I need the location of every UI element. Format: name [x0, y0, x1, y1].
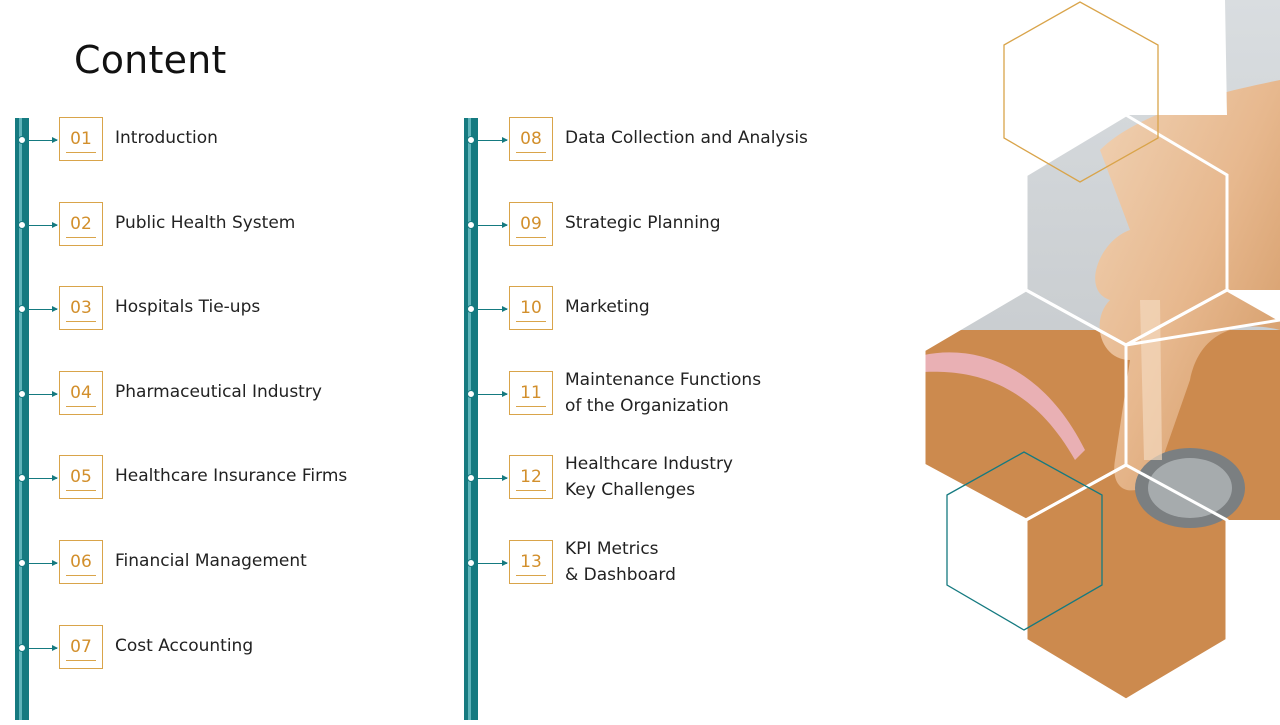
arrow-right-icon: [475, 137, 508, 143]
item-label-line1: Data Collection and Analysis: [565, 128, 808, 148]
item-label-line1: Introduction: [115, 128, 218, 148]
timeline-dot: [467, 559, 475, 567]
item-number-badge: 09: [509, 202, 553, 246]
arrow-right-icon: [475, 222, 508, 228]
item-label-line1: Public Health System: [115, 213, 296, 233]
item-number-badge: 04: [59, 371, 103, 415]
arrow-right-icon: [26, 306, 58, 312]
item-label: Public Health System: [115, 210, 295, 236]
arrow-right-icon: [26, 222, 58, 228]
item-number-badge: 12: [509, 455, 553, 499]
item-number-badge: 01: [59, 117, 103, 161]
item-label-line1: Financial Management: [115, 551, 307, 571]
arrow-right-icon: [26, 645, 58, 651]
item-number-badge: 02: [59, 202, 103, 246]
item-label-line1: Healthcare Insurance Firms: [115, 466, 348, 486]
arrow-right-icon: [475, 560, 508, 566]
item-label: Financial Management: [115, 548, 307, 574]
item-label: Maintenance Functions of the Organization: [565, 367, 761, 419]
item-label: Introduction: [115, 125, 218, 151]
item-number-badge: 10: [509, 286, 553, 330]
timeline-dot: [18, 136, 26, 144]
item-number-badge: 07: [59, 625, 103, 669]
arrow-right-icon: [26, 137, 58, 143]
timeline-rail-right: [464, 118, 478, 720]
page-title: Content: [74, 38, 227, 82]
timeline-dot: [18, 644, 26, 652]
item-label-line1: Maintenance Functions: [565, 370, 762, 390]
item-label-line1: Pharmaceutical Industry: [115, 382, 322, 402]
item-label: Pharmaceutical Industry: [115, 379, 322, 405]
arrow-right-icon: [475, 391, 508, 397]
arrow-right-icon: [475, 306, 508, 312]
item-label-line2: Key Challenges: [565, 480, 696, 500]
timeline-dot: [467, 221, 475, 229]
item-label: Cost Accounting: [115, 633, 253, 659]
item-label-line2: of the Organization: [565, 396, 729, 416]
item-number-badge: 11: [509, 371, 553, 415]
timeline-rail-left: [15, 118, 29, 720]
item-label: KPI Metrics & Dashboard: [565, 536, 676, 588]
timeline-dot: [18, 221, 26, 229]
timeline-dot: [18, 305, 26, 313]
timeline-dot: [18, 474, 26, 482]
timeline-dot: [467, 474, 475, 482]
item-label-line1: Marketing: [565, 297, 650, 317]
arrow-right-icon: [26, 560, 58, 566]
timeline-dot: [18, 559, 26, 567]
item-label: Strategic Planning: [565, 210, 720, 236]
item-label-line1: Healthcare Industry: [565, 454, 733, 474]
arrow-right-icon: [26, 391, 58, 397]
item-label: Healthcare Insurance Firms: [115, 463, 347, 489]
item-label-line2: & Dashboard: [565, 565, 676, 585]
item-label-line1: Strategic Planning: [565, 213, 721, 233]
item-number-badge: 05: [59, 455, 103, 499]
item-label-line1: KPI Metrics: [565, 539, 659, 559]
item-label: Hospitals Tie-ups: [115, 294, 260, 320]
timeline-dot: [467, 390, 475, 398]
item-number-badge: 08: [509, 117, 553, 161]
item-label: Marketing: [565, 294, 650, 320]
stethoscope-photo: [900, 0, 1280, 720]
timeline-dot: [467, 136, 475, 144]
timeline-dot: [467, 305, 475, 313]
arrow-right-icon: [26, 475, 58, 481]
item-number-badge: 03: [59, 286, 103, 330]
item-number-badge: 13: [509, 540, 553, 584]
arrow-right-icon: [475, 475, 508, 481]
item-number-badge: 06: [59, 540, 103, 584]
item-label-line1: Cost Accounting: [115, 636, 254, 656]
item-label: Data Collection and Analysis: [565, 125, 808, 151]
timeline-dot: [18, 390, 26, 398]
item-label-line1: Hospitals Tie-ups: [115, 297, 261, 317]
